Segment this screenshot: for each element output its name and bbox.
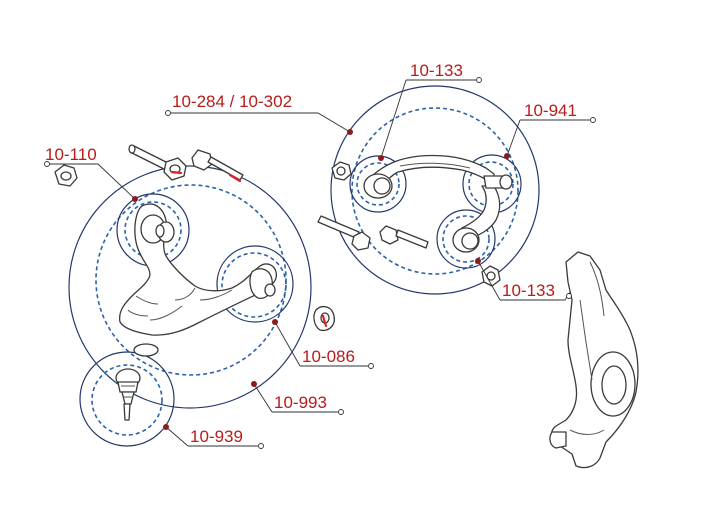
lower-control-arm	[118, 203, 278, 336]
leader-lines	[47, 79, 590, 447]
label-10-939: 10-939	[190, 427, 243, 446]
bolt-upper-1	[317, 215, 371, 251]
nut-upper-2	[481, 265, 501, 287]
label-10-284-10-302: 10-284 / 10-302	[172, 92, 292, 111]
dashed-circle-upper-arm	[351, 107, 519, 275]
circle-10-133-top	[349, 155, 407, 213]
bolt-upper-2	[379, 225, 429, 249]
circle-10-086	[216, 245, 294, 323]
bolt-left-2	[191, 149, 244, 181]
label-10-110: 10-110	[45, 145, 97, 164]
nut-left-1	[163, 157, 187, 181]
dashed-circle-upper-bushing-2	[442, 215, 490, 263]
label-10-993: 10-993	[274, 393, 327, 412]
dashed-circle-lower-arm	[95, 184, 287, 376]
circle-10-939	[79, 351, 175, 447]
label-10-941: 10-941	[524, 101, 577, 120]
dashed-circle-ball-joint-upper	[468, 161, 514, 207]
dashed-circle-upper-bushing-1	[356, 162, 400, 206]
circle-10-993	[68, 165, 312, 409]
ball-joint	[115, 368, 141, 421]
red-marker-2	[228, 173, 242, 183]
nut-10-110	[54, 164, 78, 187]
upper-control-arm	[363, 154, 513, 253]
dashed-circle-ball-joint	[91, 364, 163, 436]
red-marker-1	[170, 170, 183, 175]
label-10-086: 10-086	[302, 347, 355, 366]
circle-10-133-bottom	[436, 209, 496, 269]
steering-knuckle	[549, 251, 639, 469]
label-10-133-bottom: 10-133	[502, 281, 555, 300]
label-10-133-top: 10-133	[410, 61, 463, 80]
dashed-circle-rear-bushing	[221, 252, 287, 318]
red-marker-3	[321, 314, 328, 328]
anchor-dots	[132, 129, 510, 430]
dust-boot-ring	[133, 343, 159, 357]
nut-upper-1	[331, 161, 352, 181]
circle-10-284	[330, 85, 540, 295]
leader-end-circles	[44, 77, 596, 449]
